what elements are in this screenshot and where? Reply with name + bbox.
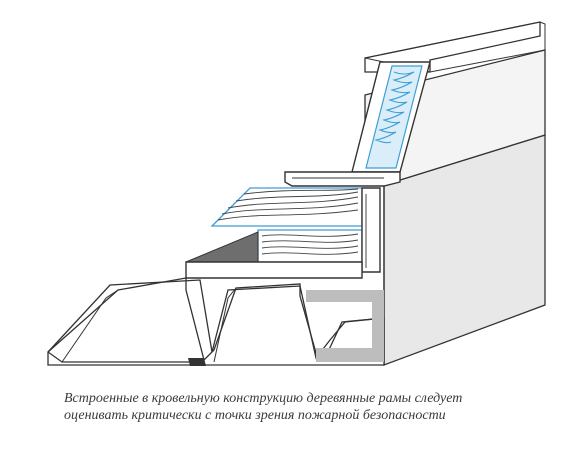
- dark-plate: [185, 231, 363, 279]
- steel-c-profile: [306, 290, 384, 362]
- upper-step-plate: [284, 171, 401, 187]
- frame-post: [361, 187, 381, 273]
- figure-caption: Встроенные в кровельную конструкцию дере…: [64, 390, 554, 424]
- wooden-frame-lower: [257, 229, 363, 263]
- deck-edge: [188, 358, 206, 366]
- caption-line-2: оценивать критически с точки зрения пожа…: [64, 408, 446, 423]
- caption-line-1: Встроенные в кровельную конструкцию дере…: [64, 391, 463, 406]
- insulated-upstand: [351, 61, 431, 173]
- roof-construction-diagram: [47, 21, 546, 366]
- wooden-frame-upper: [210, 187, 363, 227]
